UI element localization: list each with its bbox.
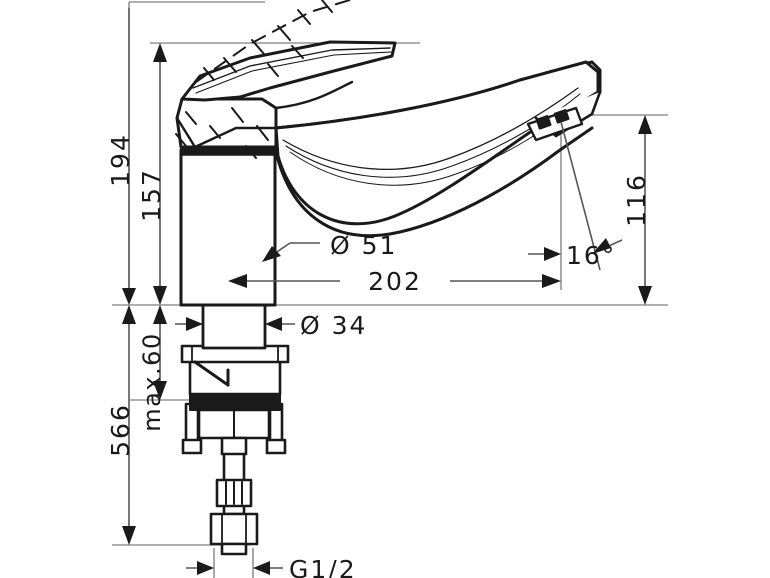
dimension-566: 566 [106, 305, 136, 545]
dimension-diameter-34-label: Ø 34 [300, 311, 367, 340]
mounting-base [188, 358, 282, 396]
dimension-566-label: 566 [106, 403, 135, 457]
fixing-clamp-assembly [181, 402, 287, 456]
dimension-angle-16: 16° [528, 121, 623, 271]
lever-neck [274, 80, 354, 110]
dimension-diameter-34: Ø 34 [175, 311, 367, 340]
supply-hose-assembly [209, 450, 259, 556]
dimension-194-label: 194 [106, 133, 135, 187]
dimension-max-60: max.60 [138, 305, 167, 432]
spout-body [274, 60, 600, 226]
dimension-194: 194 [106, 8, 136, 305]
dimension-157-label: 157 [137, 168, 166, 222]
base-hatch-mark [193, 360, 230, 387]
dimension-diameter-51: Ø 51 [262, 231, 397, 262]
dimension-202-label: 202 [368, 267, 422, 296]
dimension-diameter-51-label: Ø 51 [330, 231, 397, 260]
lever-handle [180, 40, 397, 102]
dimension-thread-g12: G1/2 [186, 555, 357, 578]
faucet-outline [175, 40, 602, 556]
dimension-157: 157 [137, 43, 167, 305]
dimension-202: 202 [228, 266, 561, 296]
aerator [526, 106, 584, 142]
dimension-116-label: 116 [622, 173, 651, 227]
dimension-max-60-label: max.60 [138, 332, 166, 431]
lever-raised-position-dashed [195, 0, 351, 83]
spout-lower-curve [274, 126, 594, 238]
dimension-thread-g12-label: G1/2 [289, 555, 357, 578]
dimension-116: 116 [622, 115, 652, 305]
dimension-angle-16-label: 16° [566, 241, 616, 270]
mounting-shank [201, 301, 267, 350]
